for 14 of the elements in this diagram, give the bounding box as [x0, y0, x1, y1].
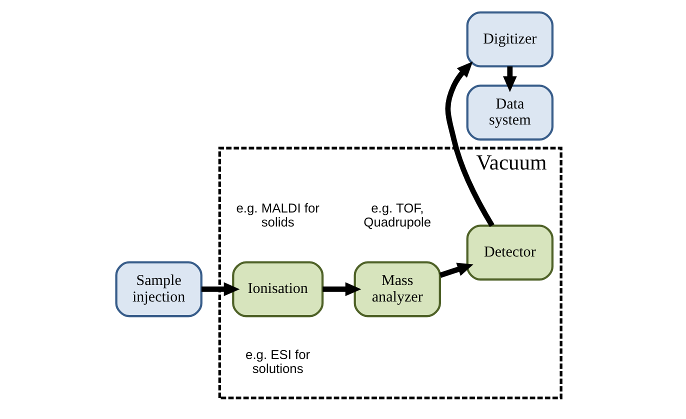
node-label: e.g. MALDI for solids [236, 200, 320, 230]
arrow [445, 61, 494, 227]
node-box: Sample injection [115, 261, 202, 318]
node-box: Detector [466, 224, 554, 281]
node-box: Ionisation [232, 261, 324, 318]
arrow [502, 66, 517, 92]
arrow [322, 282, 362, 296]
arrow [201, 282, 240, 296]
node-label: e.g. TOF, Quadrupole [364, 200, 432, 230]
node-box: Mass analyzer [354, 261, 441, 318]
node-box: Digitizer [466, 11, 554, 68]
node-label: e.g. ESI for solutions [246, 346, 310, 376]
arrow [439, 262, 474, 278]
node-box: Data system [466, 84, 554, 141]
